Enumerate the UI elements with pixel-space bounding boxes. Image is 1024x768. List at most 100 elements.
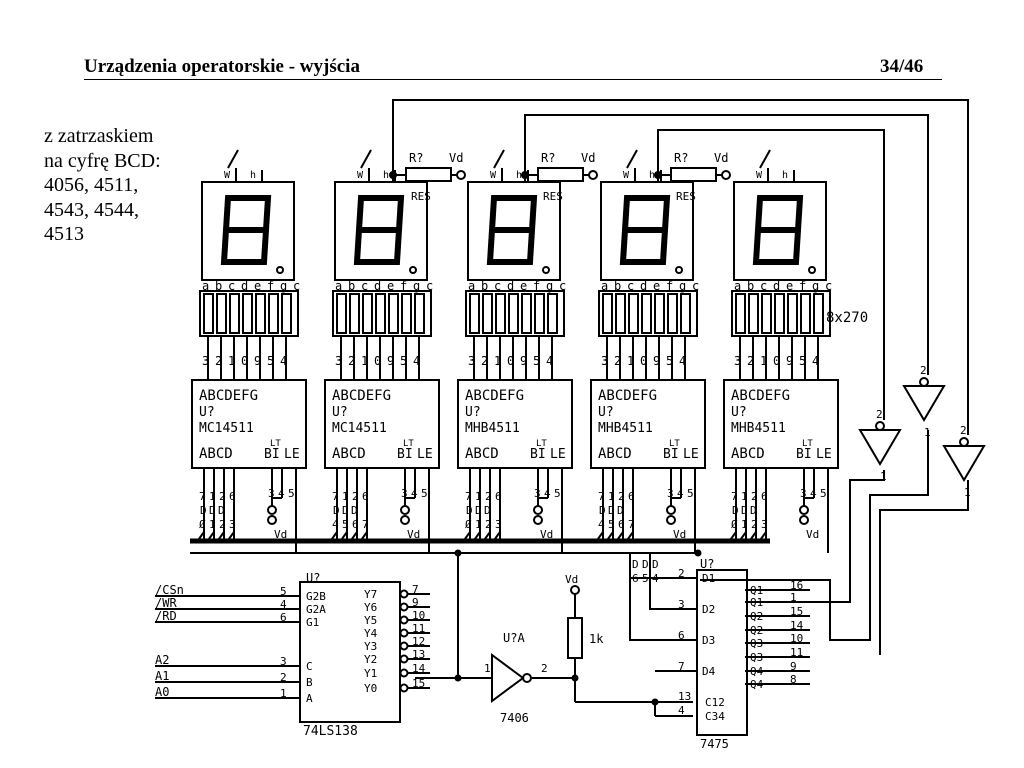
decoder-output-name: Y1	[364, 667, 377, 680]
latch-clock-name: C34	[705, 710, 725, 723]
resistor-element	[761, 293, 772, 334]
driver-pin-number: 0	[640, 354, 647, 368]
decoder-output-name: Y4	[364, 627, 378, 640]
bus-entry	[195, 531, 205, 544]
control-pin-number: 4	[810, 487, 817, 500]
resistor-element	[521, 293, 532, 334]
segment-letter: b	[348, 279, 355, 293]
bus-tap-index: 2	[751, 518, 758, 531]
bcd-driver-ic	[590, 379, 706, 469]
resistor-element	[388, 293, 399, 334]
bus-tap-letter: D	[750, 504, 757, 517]
decoder-output-name: Y2	[364, 653, 377, 666]
driver-pin-number: 3	[202, 354, 209, 368]
driver-bottom-pin: 1	[209, 490, 216, 503]
vd-terminal	[588, 170, 598, 180]
driver-pin-number: 9	[254, 354, 261, 368]
control-pin-number: 5	[288, 487, 295, 500]
seven-segment-display	[733, 181, 827, 281]
side-note: z zatrzaskiem na cyfrę BCD: 4056, 4511, …	[44, 124, 214, 247]
resistor-element	[774, 293, 785, 334]
latch-bus-tap: D	[642, 558, 649, 571]
latch-bus-tap: 6	[632, 572, 639, 585]
driver-ref: U?	[199, 405, 215, 420]
driver-bi-label: BI	[530, 447, 546, 462]
pin-slash	[759, 149, 771, 169]
driver-pin-number: 4	[413, 354, 420, 368]
junction-dots	[454, 549, 702, 706]
vd-terminal	[267, 515, 277, 525]
resistor-element	[375, 293, 386, 334]
display-pin-label: h	[250, 170, 256, 181]
seven-segment-display	[334, 181, 428, 281]
driver-inputs-label: ABCD	[199, 446, 233, 462]
inverter-pin-out: 2	[876, 408, 883, 421]
latch-q-name: Q3	[750, 637, 763, 650]
vd-terminal	[456, 170, 466, 180]
vd-terminal	[721, 170, 731, 180]
driver-part: MC14511	[199, 421, 254, 436]
inverter-3: 21	[942, 424, 986, 499]
driver-bottom-pin: 2	[751, 490, 758, 503]
driver-inputs-label: ABCD	[465, 446, 499, 462]
bus-tap-index: 1	[475, 518, 482, 531]
decimal-point	[276, 266, 284, 274]
segment-letter: d	[241, 279, 248, 293]
vd-label: Vd	[581, 151, 595, 165]
driver-outputs-label: ABCDEFG	[199, 388, 258, 404]
driver-pin-number: 3	[601, 354, 608, 368]
driver-pin-number: 9	[387, 354, 394, 368]
pin-slash	[227, 149, 239, 169]
driver-bottom-pin: 7	[731, 490, 738, 503]
resistor-pack-value: 8x270	[826, 310, 868, 326]
control-pin-number: 3	[401, 487, 408, 500]
driver-bottom-pin: 2	[219, 490, 226, 503]
bus-entry	[481, 531, 491, 544]
resistor-ref: R?	[674, 151, 688, 165]
driver-le-label: LE	[417, 447, 433, 462]
segment-letter: d	[374, 279, 381, 293]
latch-q-name: Q3	[750, 651, 763, 664]
latch-q-name: Q2	[750, 610, 763, 623]
resistor-element	[482, 293, 493, 334]
vd-terminal	[799, 515, 809, 525]
segment-letter: a	[202, 279, 209, 293]
segment-letter: b	[481, 279, 488, 293]
driver-inputs-label: ABCD	[598, 446, 632, 462]
bus-entry	[604, 531, 614, 544]
bus-tap-letter: D	[200, 504, 207, 517]
resistor-element	[495, 293, 506, 334]
latch-part: 7475	[700, 737, 729, 751]
res-label: RES	[411, 190, 431, 203]
segment-letter: g	[812, 279, 819, 293]
driver-outputs-label: ABCDEFG	[332, 388, 391, 404]
bus-entry	[757, 531, 767, 544]
driver-inputs-label: ABCD	[731, 446, 765, 462]
driver-bottom-pin: 7	[332, 490, 339, 503]
display-digit-glyph	[353, 195, 405, 265]
bcd-driver-ic	[457, 379, 573, 469]
bus-tap-letter: D	[351, 504, 358, 517]
side-note-line: 4543, 4544,	[44, 198, 139, 221]
inverter-ref: U?A	[503, 631, 525, 645]
driver-pin-number: 5	[267, 354, 274, 368]
resistor-element	[349, 293, 360, 334]
decoder-input-pin: 3	[280, 655, 287, 668]
resistor-ref: R?	[409, 151, 423, 165]
pin-slash	[360, 149, 372, 169]
driver-lt-label: LT	[802, 439, 813, 449]
decoder-signal-a2: A2	[155, 653, 169, 667]
resistor-body	[670, 167, 717, 182]
bus-tap-index: 2	[219, 518, 226, 531]
decoder-input-pin: 4	[280, 598, 287, 611]
display-pin-label: h	[383, 170, 389, 181]
resistor-element	[255, 293, 266, 334]
bus-entry	[737, 531, 747, 544]
driver-bottom-pin: 7	[199, 490, 206, 503]
bus-tap-letter: D	[475, 504, 482, 517]
decoder-input-name: B	[306, 676, 313, 689]
